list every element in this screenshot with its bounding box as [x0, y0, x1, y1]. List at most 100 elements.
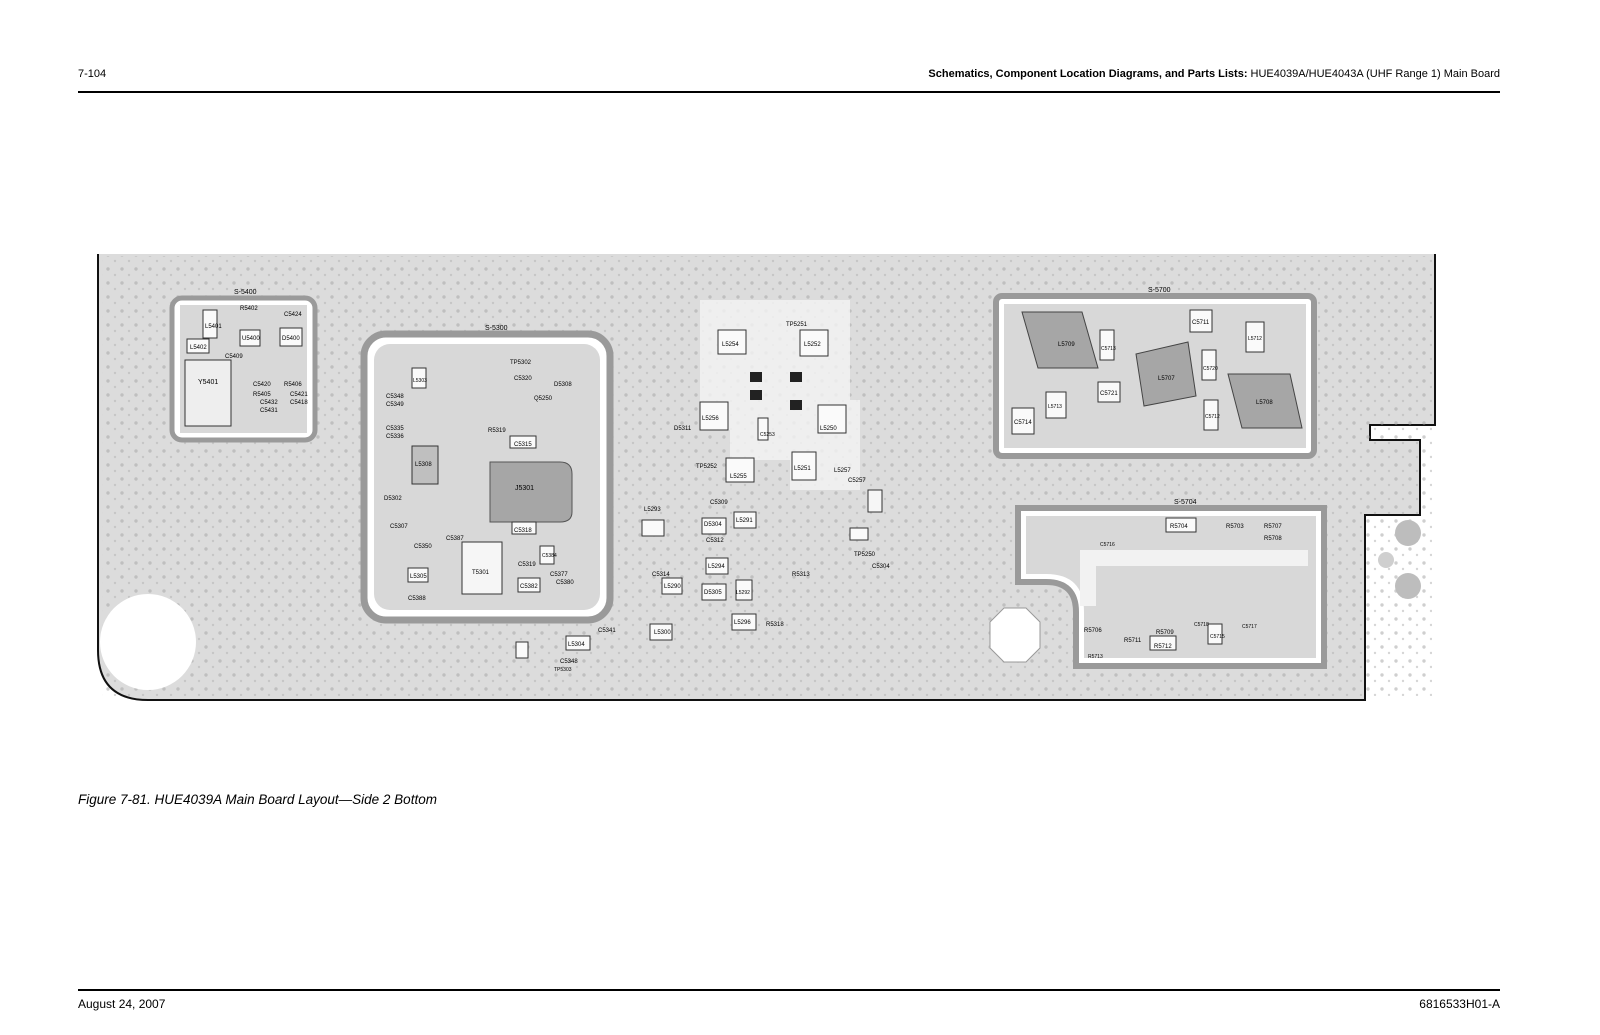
label-c5253: C5253	[760, 432, 775, 438]
label-c5712: C5712	[1205, 414, 1220, 420]
label-l5713: L5713	[1048, 404, 1062, 410]
footer-date: August 24, 2007	[78, 997, 166, 1011]
label-r5319: R5319	[488, 428, 506, 434]
label-l5308: L5308	[415, 462, 432, 468]
label-r5703: R5703	[1226, 524, 1244, 530]
label-c5349: C5349	[386, 402, 404, 408]
mounting-hole	[100, 594, 196, 690]
label-c5431: C5431	[260, 408, 278, 414]
label-t5301: T5301	[472, 570, 490, 576]
label-c5721: C5721	[1100, 391, 1118, 397]
label-c5714: C5714	[1014, 420, 1032, 426]
label-c5318: C5318	[514, 528, 532, 534]
mounting-hole	[1395, 520, 1421, 546]
label-c5312: C5312	[706, 538, 724, 544]
label-d5302: D5302	[384, 496, 402, 502]
label-r5406: R5406	[284, 382, 302, 388]
label-c5418: C5418	[290, 400, 308, 406]
label-r5405: R5405	[253, 392, 271, 398]
label-c5384: C5384	[542, 553, 557, 559]
mounting-hole	[1378, 552, 1394, 568]
label-c5424: C5424	[284, 312, 302, 318]
label-c5382: C5382	[520, 584, 538, 590]
label-l5303: L5303	[413, 378, 427, 384]
label-d5311: D5311	[674, 426, 692, 432]
label-l5707: L5707	[1158, 376, 1175, 382]
shield-s5300: S-5300 J5301 L5308 T5301 L5303 C5348 C53…	[360, 325, 614, 624]
label-d5305: D5305	[704, 590, 722, 596]
label-l5250: L5250	[820, 426, 837, 432]
label-d5304: D5304	[704, 522, 722, 528]
label-c5720: C5720	[1203, 366, 1218, 372]
label-c5314: C5314	[652, 572, 670, 578]
label-c5341: C5341	[598, 628, 616, 634]
label-c5432: C5432	[260, 400, 278, 406]
label-c5304: C5304	[872, 564, 890, 570]
label-tp5251: TP5251	[786, 322, 808, 328]
label-u5400: U5400	[242, 336, 260, 342]
label-l5291: L5291	[736, 518, 753, 524]
label-c5348b: C5348	[560, 659, 578, 665]
label-l5300: L5300	[654, 630, 671, 636]
label-c5717: C5717	[1242, 624, 1257, 630]
shield-label: S-5300	[485, 325, 508, 332]
page-header-title: Schematics, Component Location Diagrams,…	[928, 68, 1500, 80]
mounting-pad	[989, 607, 1041, 663]
shield-s5704: S-5704 R5704 R5703 R5707 R5708 C5716 R57…	[1015, 499, 1327, 669]
header-title-bold: Schematics, Component Location Diagrams,…	[928, 68, 1248, 80]
label-c5715: C5715	[1210, 634, 1225, 640]
footer-rule	[78, 989, 1500, 991]
label-l5304: L5304	[568, 642, 585, 648]
label-c5716: C5716	[1100, 542, 1115, 548]
header-title-rest: HUE4039A/HUE4043A (UHF Range 1) Main Boa…	[1247, 68, 1500, 80]
page-number: 7-104	[78, 68, 107, 80]
shield-s5700: S-5700 L5709 C5713 C5711 C5720 L5712 L57…	[993, 287, 1317, 459]
mounting-hole	[1395, 573, 1421, 599]
label-l5712: L5712	[1248, 336, 1262, 342]
label-r5318: R5318	[766, 622, 784, 628]
label-l5402: L5402	[190, 345, 207, 351]
label-l5296: L5296	[734, 620, 751, 626]
label-c5420: C5420	[253, 382, 271, 388]
label-l5251: L5251	[794, 466, 811, 472]
label-l5709: L5709	[1058, 342, 1075, 348]
label-c5315: C5315	[514, 442, 532, 448]
label-c5377: C5377	[550, 572, 568, 578]
label-tp5250: TP5250	[854, 552, 876, 558]
label-r5708: R5708	[1264, 536, 1282, 542]
shield-s5400: S-5400 Y5401 L5402 L5401 U5400 D5400 R54…	[169, 289, 318, 443]
label-c5319: C5319	[518, 562, 536, 568]
label-c5387: C5387	[446, 536, 464, 542]
label-c5380: C5380	[556, 580, 574, 586]
label-tp5302: TP5302	[510, 360, 532, 366]
label-l5255: L5255	[730, 474, 747, 480]
label-l5257: L5257	[834, 468, 851, 474]
label-l5254: L5254	[722, 342, 739, 348]
label-r5706: R5706	[1084, 628, 1102, 634]
label-c5309: C5309	[710, 500, 728, 506]
label-l5252: L5252	[804, 342, 821, 348]
label-l5305: L5305	[410, 574, 427, 580]
label-c5711: C5711	[1192, 320, 1210, 326]
label-c5350: C5350	[414, 544, 432, 550]
label-r5709: R5709	[1156, 630, 1174, 636]
label-c5421: C5421	[290, 392, 308, 398]
label-c5713: C5713	[1101, 346, 1116, 352]
label-r5707: R5707	[1264, 524, 1282, 530]
label-c5257: C5257	[848, 478, 866, 484]
label-r5313: R5313	[792, 572, 810, 578]
header-rule	[78, 91, 1500, 93]
label-c5718: C5718	[1194, 622, 1209, 628]
label-c5307: C5307	[390, 524, 408, 530]
label-r5402: R5402	[240, 306, 258, 312]
label-l5294: L5294	[708, 564, 725, 570]
rf-section: L5254 TP5251 L5252 L5256 L5250 C5253 D53…	[674, 300, 890, 570]
label-r5713: R5713	[1088, 654, 1103, 660]
label-c5320: C5320	[514, 376, 532, 382]
label-r5711: R5711	[1124, 638, 1142, 644]
label-l5290: L5290	[664, 584, 681, 590]
label-l5256: L5256	[702, 416, 719, 422]
label-l5293: L5293	[644, 507, 661, 513]
shield-label: S-5704	[1174, 499, 1197, 506]
label-l5292: L5292	[736, 590, 750, 596]
